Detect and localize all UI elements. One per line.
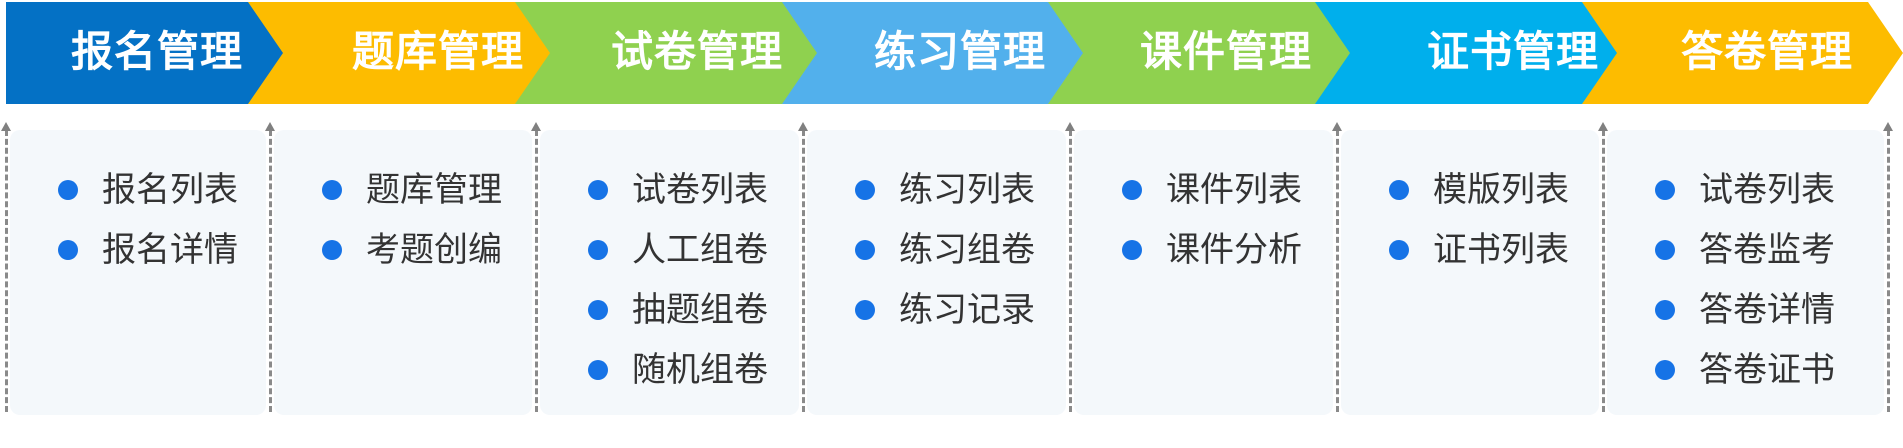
list-item: 课件列表 bbox=[1114, 160, 1302, 220]
bullet-dot-icon bbox=[588, 240, 608, 260]
item-label: 练习组卷 bbox=[899, 230, 1035, 270]
item-list: 练习列表 练习组卷 练习记录 bbox=[847, 160, 1035, 340]
item-label: 题库管理 bbox=[366, 170, 502, 210]
item-label: 证书列表 bbox=[1433, 230, 1569, 270]
item-list: 题库管理 考题创编 bbox=[314, 160, 502, 280]
list-item: 答卷详情 bbox=[1647, 280, 1835, 340]
bullet-dot-icon bbox=[1389, 180, 1409, 200]
stage-title-registration: 报名管理 bbox=[70, 27, 243, 76]
stage-title-practice: 练习管理 bbox=[873, 27, 1046, 76]
list-item: 题库管理 bbox=[314, 160, 502, 220]
item-label: 答卷证书 bbox=[1699, 350, 1835, 390]
item-label: 模版列表 bbox=[1433, 170, 1569, 210]
stage-panel-certificate: 模版列表 证书列表 bbox=[1341, 130, 1599, 415]
stage-title-question-bank: 题库管理 bbox=[351, 27, 524, 76]
stage-panel-exam-paper: 试卷列表 人工组卷 抽题组卷 随机组卷 bbox=[540, 130, 799, 415]
item-label: 人工组卷 bbox=[632, 230, 768, 270]
stage-arrow-5 bbox=[1315, 2, 1659, 104]
stage-title-answer-sheet: 答卷管理 bbox=[1680, 27, 1853, 76]
list-item: 练习列表 bbox=[847, 160, 1035, 220]
list-item: 练习记录 bbox=[847, 280, 1035, 340]
stage-arrow-1 bbox=[248, 2, 592, 104]
item-label: 试卷列表 bbox=[1699, 170, 1835, 210]
item-list: 报名列表 报名详情 bbox=[50, 160, 238, 280]
list-item: 人工组卷 bbox=[580, 220, 768, 280]
stage-arrow-3 bbox=[782, 2, 1125, 104]
bullet-dot-icon bbox=[588, 300, 608, 320]
list-item: 抽题组卷 bbox=[580, 280, 768, 340]
item-label: 抽题组卷 bbox=[632, 290, 768, 330]
list-item: 答卷证书 bbox=[1647, 340, 1835, 400]
list-item: 随机组卷 bbox=[580, 340, 768, 400]
list-item: 答卷监考 bbox=[1647, 220, 1835, 280]
list-item: 试卷列表 bbox=[1647, 160, 1835, 220]
stage-panel-registration: 报名列表 报名详情 bbox=[10, 130, 266, 415]
bullet-dot-icon bbox=[588, 360, 608, 380]
item-list: 试卷列表 人工组卷 抽题组卷 随机组卷 bbox=[580, 160, 768, 400]
stage-title-exam-paper: 试卷管理 bbox=[610, 27, 783, 76]
list-item: 试卷列表 bbox=[580, 160, 768, 220]
bullet-dot-icon bbox=[1655, 240, 1675, 260]
item-list: 模版列表 证书列表 bbox=[1381, 160, 1569, 280]
bullet-dot-icon bbox=[58, 240, 78, 260]
stage-panel-practice: 练习列表 练习组卷 练习记录 bbox=[807, 130, 1066, 415]
dashed-divider bbox=[1065, 122, 1075, 412]
bullet-dot-icon bbox=[1122, 180, 1142, 200]
bullet-dot-icon bbox=[588, 180, 608, 200]
item-label: 课件分析 bbox=[1166, 230, 1302, 270]
item-label: 课件列表 bbox=[1166, 170, 1302, 210]
bullet-dot-icon bbox=[58, 180, 78, 200]
item-label: 考题创编 bbox=[366, 230, 502, 270]
bullet-dot-icon bbox=[855, 240, 875, 260]
list-item: 报名详情 bbox=[50, 220, 238, 280]
item-label: 练习记录 bbox=[899, 290, 1035, 330]
item-list: 课件列表 课件分析 bbox=[1114, 160, 1302, 280]
item-label: 练习列表 bbox=[899, 170, 1035, 210]
bullet-dot-icon bbox=[855, 180, 875, 200]
list-item: 课件分析 bbox=[1114, 220, 1302, 280]
bullet-dot-icon bbox=[1389, 240, 1409, 260]
dashed-divider bbox=[1, 122, 11, 412]
list-item: 报名列表 bbox=[50, 160, 238, 220]
stage-arrow-bar bbox=[6, 2, 1903, 104]
list-item: 练习组卷 bbox=[847, 220, 1035, 280]
stage-panel-question-bank: 题库管理 考题创编 bbox=[274, 130, 532, 415]
stage-arrow-6 bbox=[1582, 2, 1903, 104]
dashed-divider bbox=[1598, 122, 1608, 412]
dashed-divider bbox=[1332, 122, 1342, 412]
dashed-divider bbox=[1883, 122, 1893, 412]
stage-title-certificate: 证书管理 bbox=[1426, 27, 1599, 76]
bullet-dot-icon bbox=[1655, 180, 1675, 200]
item-list: 试卷列表 答卷监考 答卷详情 答卷证书 bbox=[1647, 160, 1835, 400]
bullet-dot-icon bbox=[1655, 300, 1675, 320]
item-label: 报名详情 bbox=[102, 230, 238, 270]
item-label: 答卷监考 bbox=[1699, 230, 1835, 270]
bullet-dot-icon bbox=[322, 180, 342, 200]
bullet-dot-icon bbox=[1655, 360, 1675, 380]
item-label: 试卷列表 bbox=[632, 170, 768, 210]
list-item: 模版列表 bbox=[1381, 160, 1569, 220]
stage-title-courseware: 课件管理 bbox=[1139, 27, 1312, 76]
stage-arrow-4 bbox=[1048, 2, 1392, 104]
stage-arrow-2 bbox=[515, 2, 859, 104]
stage-panel-courseware: 课件列表 课件分析 bbox=[1074, 130, 1333, 415]
bullet-dot-icon bbox=[855, 300, 875, 320]
item-label: 答卷详情 bbox=[1699, 290, 1835, 330]
list-item: 考题创编 bbox=[314, 220, 502, 280]
dashed-divider bbox=[265, 122, 275, 412]
stage-arrow-0 bbox=[6, 2, 325, 104]
bullet-dot-icon bbox=[1122, 240, 1142, 260]
bullet-dot-icon bbox=[322, 240, 342, 260]
stage-panel-answer-sheet: 试卷列表 答卷监考 答卷详情 答卷证书 bbox=[1607, 130, 1884, 415]
dashed-divider bbox=[798, 122, 808, 412]
item-label: 随机组卷 bbox=[632, 350, 768, 390]
dashed-divider bbox=[531, 122, 541, 412]
list-item: 证书列表 bbox=[1381, 220, 1569, 280]
item-label: 报名列表 bbox=[102, 170, 238, 210]
